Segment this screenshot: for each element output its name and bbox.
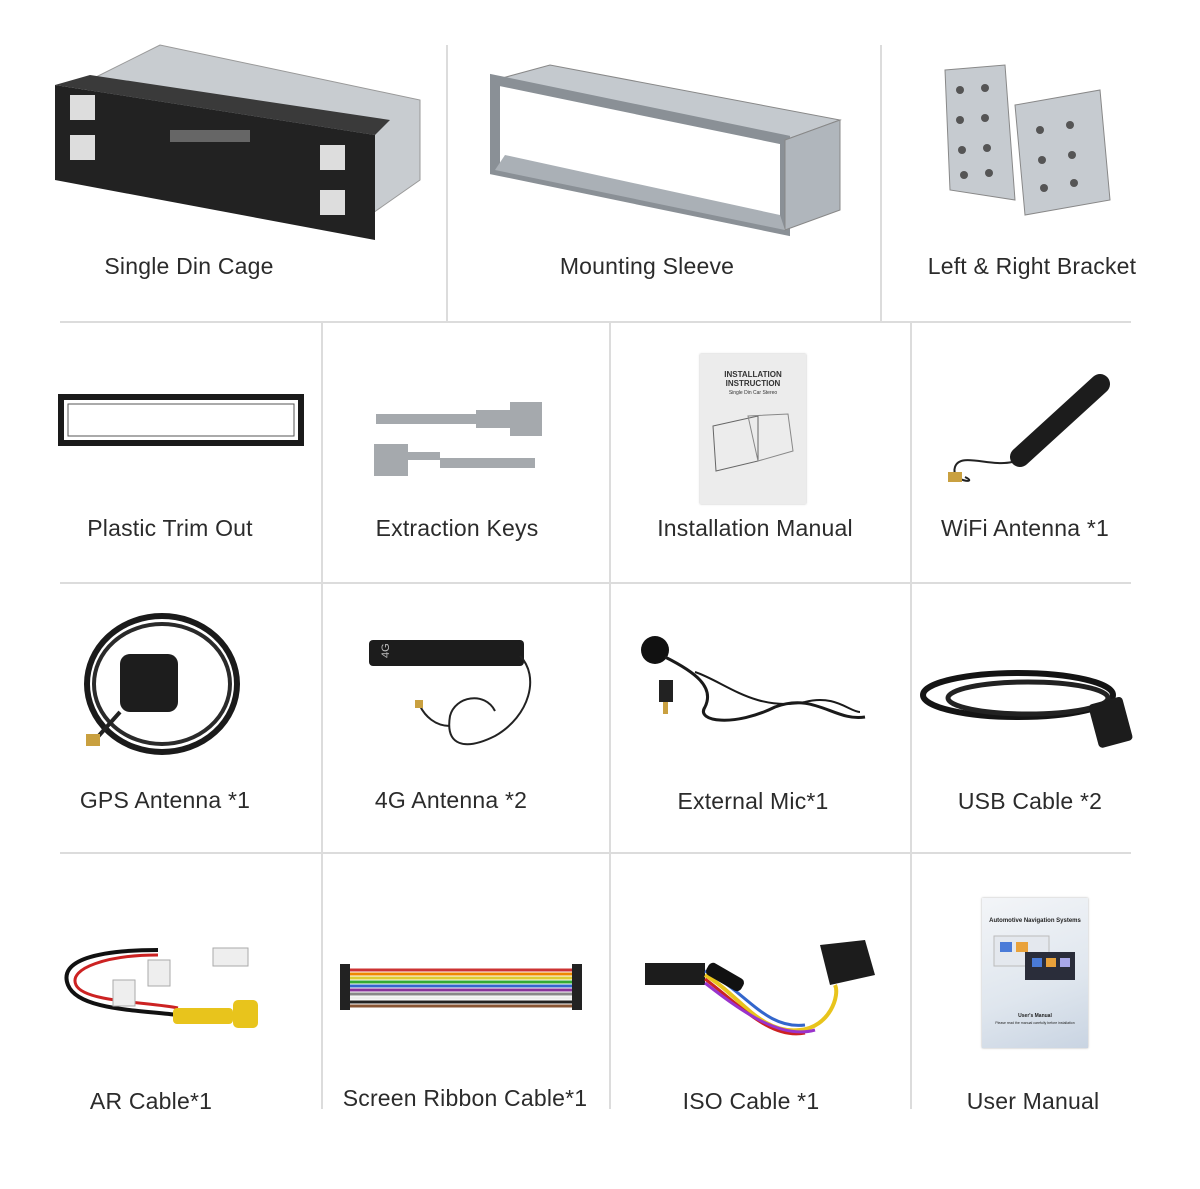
screens-illustration-icon [993, 935, 1075, 980]
manual-subtitle: Single Din Car Stereo [728, 390, 778, 396]
divider [60, 852, 1131, 854]
4g-antenna-image: 4G [369, 640, 532, 746]
left-right-bracket-image [944, 64, 1111, 216]
item-label: WiFi Antenna *1 [941, 515, 1109, 541]
item-label: Left & Right Bracket [927, 253, 1137, 279]
item-label: ISO Cable *1 [682, 1088, 820, 1114]
usb-cable-image [920, 670, 1133, 748]
item-label: User Manual [966, 1088, 1100, 1114]
user-manual-subtitle: User's Manual [1018, 1013, 1052, 1019]
divider [910, 322, 912, 1109]
iso-cable-image [645, 940, 875, 1036]
item-label: USB Cable *2 [957, 788, 1103, 814]
divider [880, 45, 882, 322]
item-label: Mounting Sleeve [559, 253, 735, 279]
item-label: Installation Manual [657, 515, 853, 541]
extraction-keys-image [374, 402, 542, 476]
item-label: 4G Antenna *2 [374, 787, 528, 813]
user-manual-image: Automotive Navigation Systems User's Man… [982, 898, 1088, 1048]
divider [60, 582, 1131, 584]
user-manual-title: Automotive Navigation Systems [989, 918, 1081, 924]
installation-manual-image: INSTALLATION INSTRUCTION Single Din Car … [700, 354, 806, 504]
item-label: Plastic Trim Out [87, 515, 253, 541]
external-mic-image [641, 636, 866, 722]
divider [321, 322, 323, 1109]
plastic-trim-image [58, 394, 304, 446]
screen-ribbon-cable-image [340, 964, 582, 1010]
wifi-antenna-image [948, 374, 1110, 482]
mounting-sleeve-image [490, 64, 842, 237]
single-din-cage-image [55, 44, 421, 240]
item-label: AR Cable*1 [89, 1088, 213, 1114]
divider [609, 322, 611, 1109]
item-label: Extraction Keys [375, 515, 539, 541]
manual-title: INSTALLATION INSTRUCTION [724, 370, 782, 388]
divider [446, 45, 448, 322]
user-manual-note: Please read the manual carefully before … [995, 1021, 1075, 1025]
stereo-drawing-icon [712, 413, 794, 472]
item-label: External Mic*1 [677, 788, 829, 814]
item-label: GPS Antenna *1 [79, 787, 251, 813]
gps-antenna-image [84, 613, 240, 755]
item-label: Screen Ribbon Cable*1 [342, 1085, 588, 1111]
antenna-mark: 4G [380, 643, 392, 658]
divider [60, 321, 1131, 323]
ar-cable-image [64, 947, 258, 1028]
item-label: Single Din Cage [104, 253, 274, 279]
